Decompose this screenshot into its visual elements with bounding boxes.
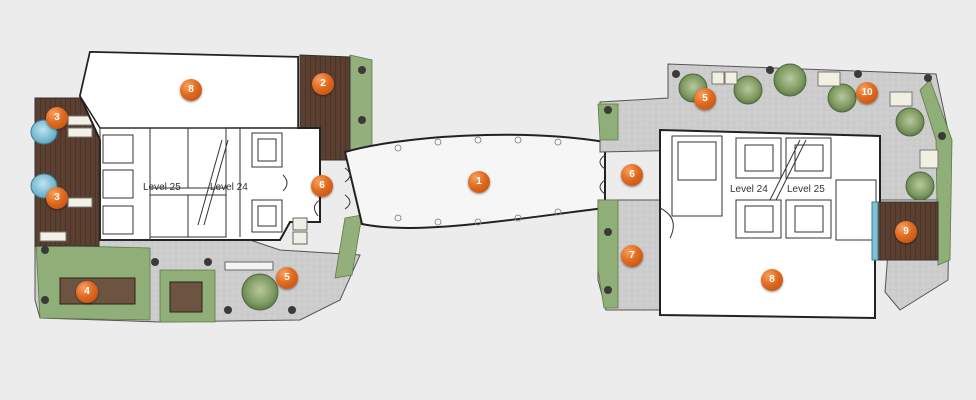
marker-3-lower[interactable]: 3 (46, 187, 68, 209)
right-wing (597, 63, 953, 320)
marker-3-upper[interactable]: 3 (46, 107, 68, 129)
marker-10[interactable]: 10 (856, 82, 878, 104)
marker-8-right[interactable]: 8 (761, 269, 783, 291)
tree-icon (241, 273, 279, 311)
marker-5-right[interactable]: 5 (694, 88, 716, 110)
level-label-left-a: Level 25 (143, 182, 181, 193)
left-wing (30, 50, 373, 323)
marker-9[interactable]: 9 (895, 221, 917, 243)
level-label-right-a: Level 24 (730, 184, 768, 195)
marker-1[interactable]: 1 (468, 171, 490, 193)
marker-7[interactable]: 7 (621, 245, 643, 267)
marker-4[interactable]: 4 (76, 281, 98, 303)
marker-6-left[interactable]: 6 (311, 175, 333, 197)
marker-6-right[interactable]: 6 (621, 164, 643, 186)
marker-2[interactable]: 2 (312, 73, 334, 95)
marker-5-left[interactable]: 5 (276, 267, 298, 289)
marker-8-left[interactable]: 8 (180, 79, 202, 101)
level-label-right-b: Level 25 (787, 184, 825, 195)
level-label-left-b: Level 24 (210, 182, 248, 193)
